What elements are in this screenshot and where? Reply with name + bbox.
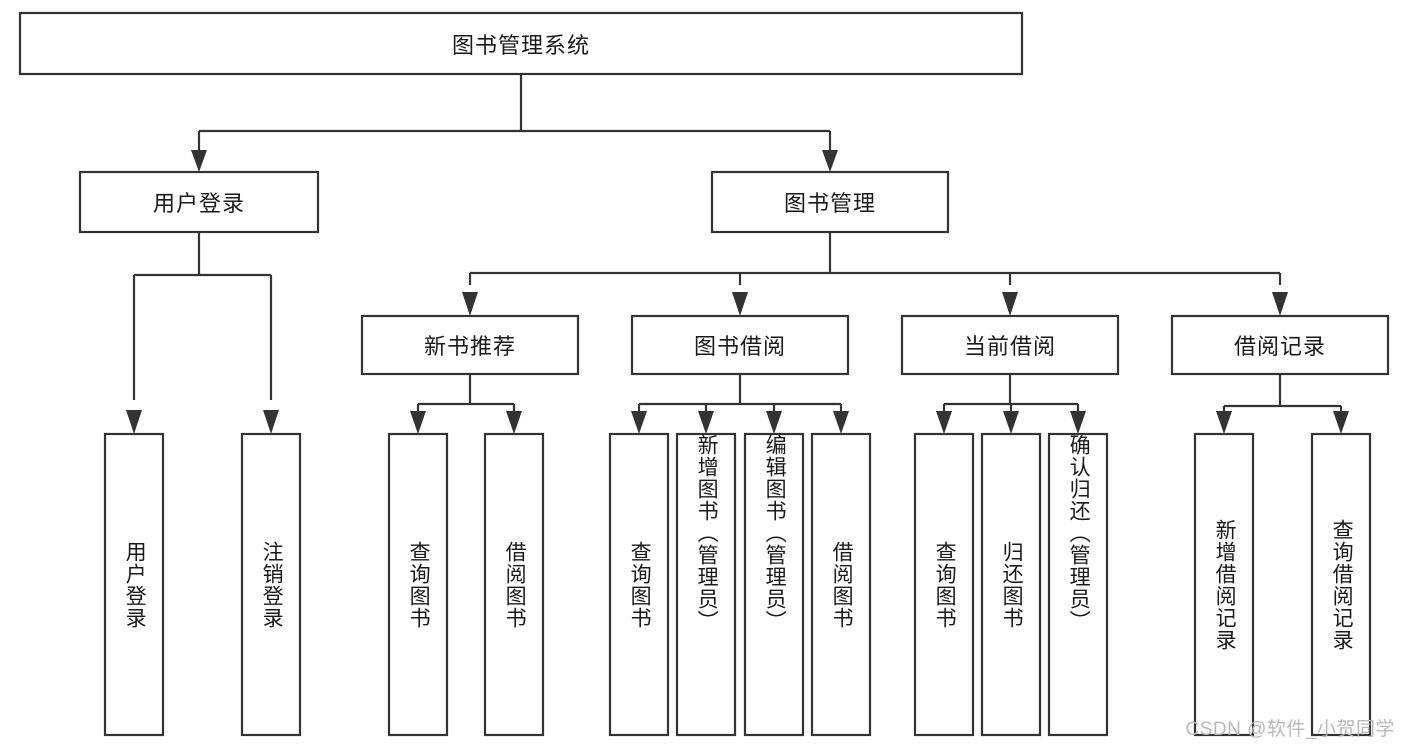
arrow-head-login [191, 150, 207, 172]
arrow-head-newbook-leaf-1 [410, 411, 426, 434]
connector-group-book-borrow [631, 374, 849, 434]
arrow-head-currentborrow-leaf-2 [1003, 411, 1019, 434]
connector-group-new-book [410, 374, 522, 434]
arrow-head-bookborrow [732, 292, 748, 316]
node-box-leaf-book-borrow-3[interactable] [810, 432, 872, 737]
arrow-head-currentborrow-leaf-3 [1070, 411, 1086, 434]
arrow-head-bookborrow-leaf-2 [698, 411, 714, 434]
connector-group-user-login [126, 232, 279, 434]
node-box-leaf-book-borrow-2[interactable] [743, 432, 805, 737]
node-box-book-management[interactable] [710, 170, 950, 234]
connector-group-book-mgmt [462, 232, 1288, 316]
node-box-leaf-new-book-0[interactable] [387, 432, 449, 737]
node-box-leaf-new-book-1[interactable] [483, 432, 545, 737]
node-box-leaf-current-borrow-1[interactable] [980, 432, 1042, 737]
arrow-head-newbook-leaf-2 [506, 411, 522, 434]
node-box-borrow-record[interactable] [1170, 314, 1390, 376]
node-box-leaf-book-borrow-1[interactable] [675, 432, 737, 737]
arrow-head-bookborrow-leaf-3 [766, 411, 782, 434]
connector-group-root [191, 74, 838, 172]
arrow-head-currentborrow [1002, 292, 1018, 316]
node-box-new-book-recommend[interactable] [360, 314, 580, 376]
node-box-current-borrow[interactable] [900, 314, 1120, 376]
arrow-head-borrowrecord [1272, 292, 1288, 316]
arrow-head-login-leaf-1 [126, 410, 142, 434]
node-box-leaf-user-login-0[interactable] [103, 432, 165, 737]
arrow-head-bookborrow-leaf-1 [631, 411, 647, 434]
node-box-leaf-borrow-record-1[interactable] [1310, 432, 1372, 737]
node-box-leaf-borrow-record-0[interactable] [1193, 432, 1255, 737]
arrow-head-bookborrow-leaf-4 [833, 411, 849, 434]
node-box-leaf-current-borrow-2[interactable] [1047, 432, 1109, 737]
connector-group-current-borrow [936, 374, 1086, 434]
arrow-head-newbook [462, 292, 478, 316]
arrow-head-currentborrow-leaf-1 [936, 411, 952, 434]
node-box-leaf-book-borrow-0[interactable] [608, 432, 670, 737]
arrow-head-bookmgmt [822, 150, 838, 172]
node-box-leaf-current-borrow-0[interactable] [913, 432, 975, 737]
node-box-user-login[interactable] [78, 170, 320, 234]
arrow-head-borrowrecord-leaf-1 [1216, 411, 1232, 434]
node-box-book-borrow[interactable] [630, 314, 850, 376]
connector-group-borrow-record [1216, 374, 1349, 434]
arrow-head-borrowrecord-leaf-2 [1333, 411, 1349, 434]
node-box-root[interactable] [18, 11, 1024, 76]
arrow-head-login-leaf-2 [263, 410, 279, 434]
node-box-leaf-user-login-1[interactable] [240, 432, 302, 737]
watermark-text: CSDN @软件_小贺同学 [1185, 719, 1395, 740]
